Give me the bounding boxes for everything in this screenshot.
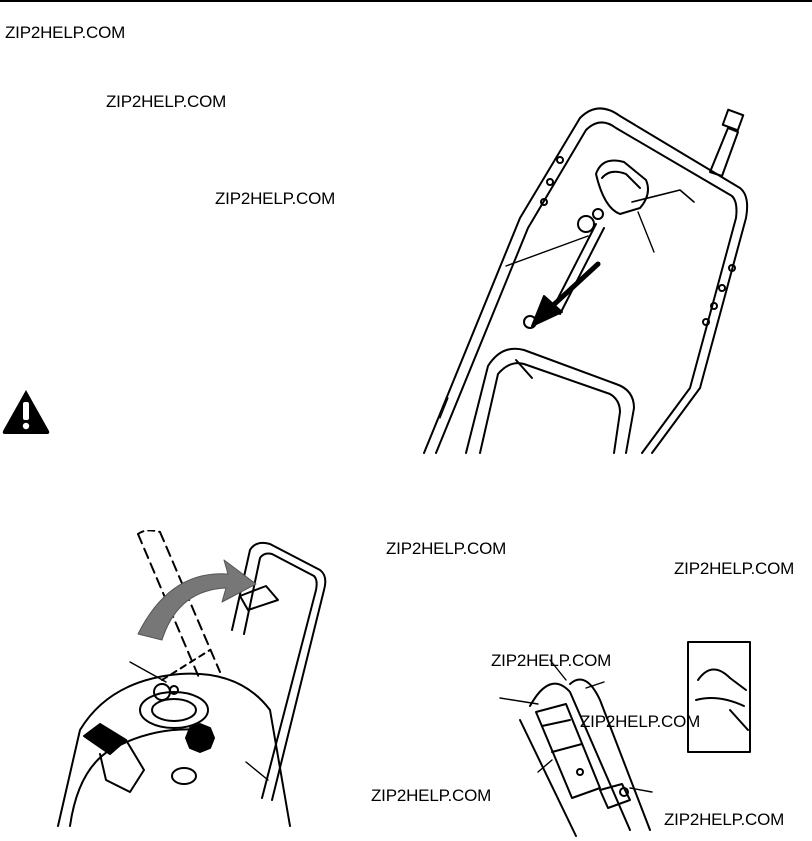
watermark-2: ZIP2HELP.COM <box>106 92 227 111</box>
warning-triangle-icon <box>0 386 52 436</box>
handle-assembly-figure <box>420 98 750 458</box>
watermark-5: ZIP2HELP.COM <box>674 559 795 578</box>
watermark-9: ZIP2HELP.COM <box>664 810 785 829</box>
watermark-3: ZIP2HELP.COM <box>215 189 336 208</box>
cable-guide-figure <box>490 640 812 840</box>
top-rule <box>0 0 812 2</box>
watermark-8: ZIP2HELP.COM <box>371 786 492 805</box>
handle-raise-figure <box>50 530 350 830</box>
watermark-1: ZIP2HELP.COM <box>5 23 126 42</box>
watermark-4: ZIP2HELP.COM <box>386 539 507 558</box>
